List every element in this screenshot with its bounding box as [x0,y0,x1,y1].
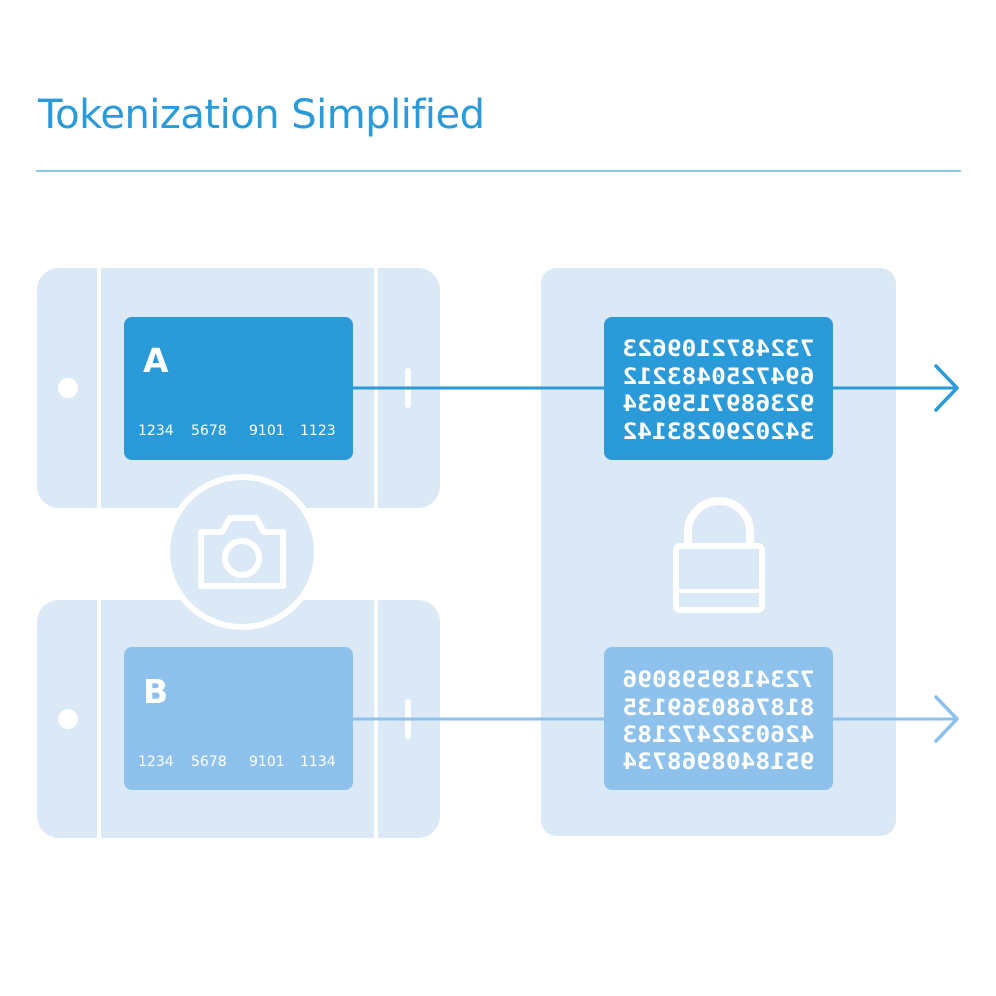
card-a-number-group: 1123 [300,423,336,439]
token-a-line: 3420290283142 [623,420,815,445]
card-b-number-group: 9101 [249,754,285,770]
token-b-line: 7234189598096 [623,668,815,693]
token-a-line: 9236897159634 [623,392,815,417]
token-b-line: 8187680369135 [623,696,815,721]
token-a: 7324872109623 6947250483212 923689715963… [604,317,833,460]
card-b-number-group: 1134 [300,754,336,770]
camera-badge [164,474,320,630]
card-a-letter: A [143,341,169,380]
title-divider [36,170,961,172]
diagram-title: Tokenization Simplified [38,92,485,138]
phone-a-home-button [58,378,78,398]
phone-b-home-button [58,709,78,729]
token-b: 7234189598096 8187680369135 426032247218… [604,647,833,790]
card-a-number-group: 5678 [191,423,227,439]
card-b-number-group: 1234 [138,754,174,770]
token-b-line: 9518408968734 [623,750,815,775]
token-a-line: 6947250483212 [623,365,815,390]
card-b-letter: B [143,672,168,711]
arrow-right-icon [934,695,959,743]
card-a-number-group: 1234 [138,423,174,439]
card-a-number-group: 9101 [249,423,285,439]
camera-icon [198,515,286,589]
card-a: A 1234 5678 9101 1123 [124,317,353,460]
card-b-number-group: 5678 [191,754,227,770]
lock-icon [673,497,765,613]
token-a-line: 7324872109623 [623,337,815,362]
token-b-line: 4260322472183 [623,723,815,748]
arrow-right-icon [934,364,959,412]
card-b: B 1234 5678 9101 1134 [124,647,353,790]
